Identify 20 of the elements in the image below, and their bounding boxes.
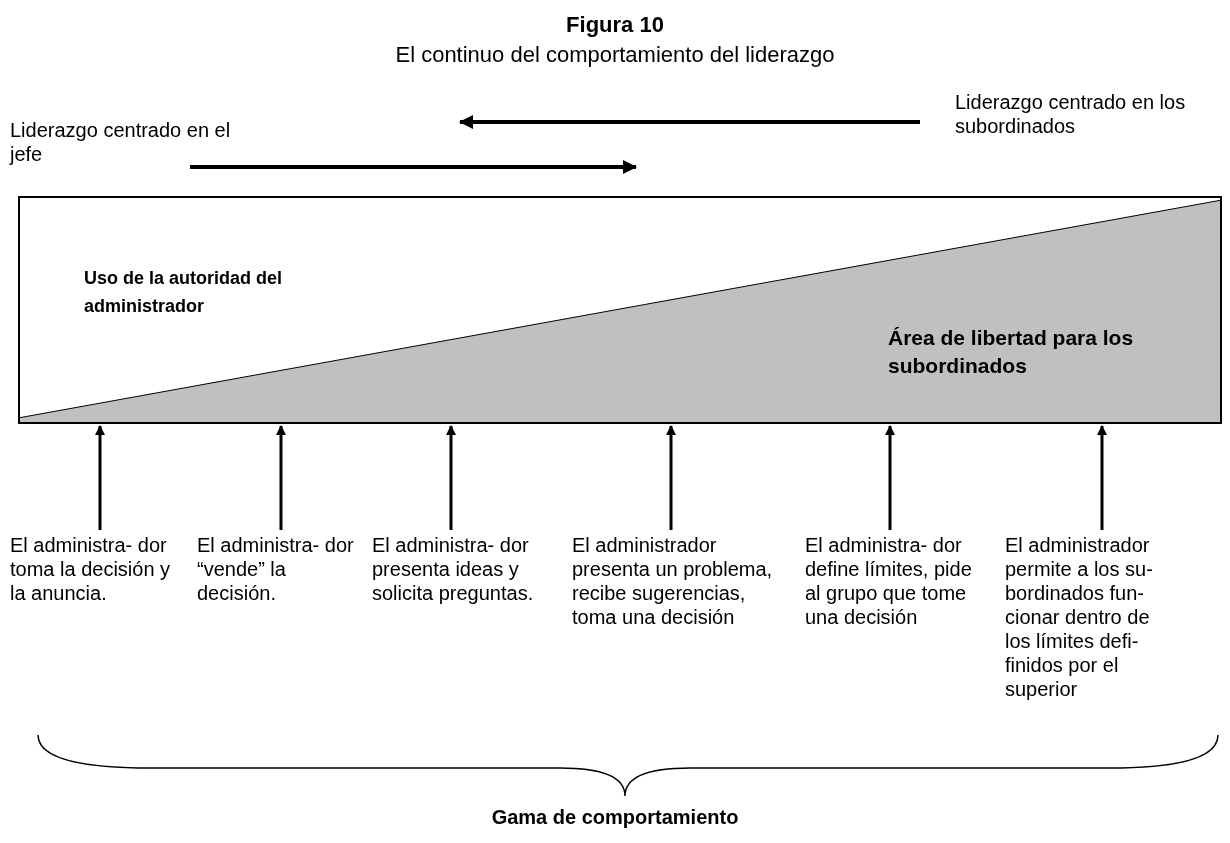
step-description: El administrador permite a los su- bordinados fun- cionar dentro de los límites defi- finidos por el superior (1005, 533, 1154, 701)
direction-label: Liderazgo centrado en el jefe (10, 118, 232, 166)
subtitle: El continuo del comportamiento del liderazgo (394, 42, 836, 68)
region-label: Área de libertad para los subordinados (888, 325, 1135, 379)
arrow (95, 425, 105, 530)
authority-freedom-rectangle (18, 196, 1222, 424)
step-description: El administra- dor define límites, pide al grupo que tome una decisión (805, 533, 973, 629)
caption: Gama de comportamiento (490, 806, 740, 829)
step-description: El administra- dor toma la decisión y la anuncia. (10, 533, 172, 605)
step-description: El administra- dor presenta ideas y solicita preguntas. (372, 533, 535, 605)
arrow (276, 425, 286, 530)
arrow (885, 425, 895, 530)
figure-title: Figura 10 (565, 12, 665, 38)
step-description: El administra- dor “vende” la decisión. (197, 533, 355, 605)
step-description: El administrador presenta un problema, recibe sugerencias, toma una decisión (572, 533, 774, 629)
arrow (446, 425, 456, 530)
region-label: Uso de la autoridad del administrador (84, 267, 284, 318)
arrow (1097, 425, 1107, 530)
arrow (666, 425, 676, 530)
direction-label: Liderazgo centrado en los subordinados (955, 90, 1187, 138)
